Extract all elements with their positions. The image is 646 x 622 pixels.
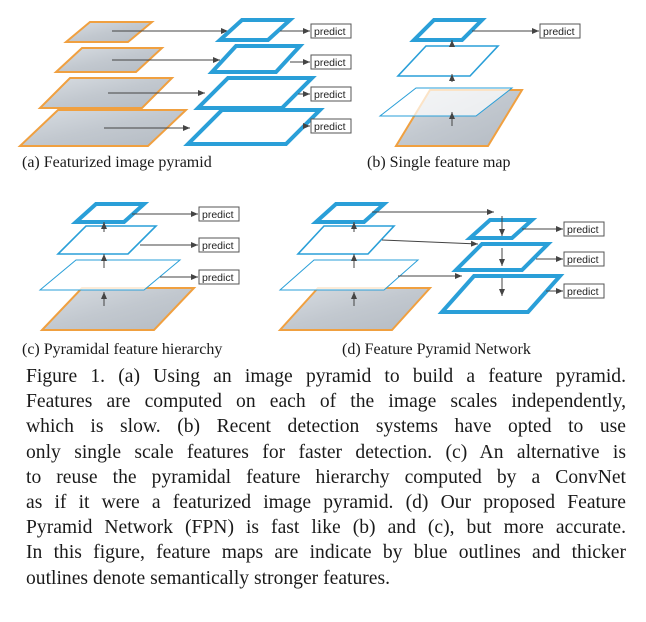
feature-level xyxy=(396,45,500,77)
feature-level xyxy=(278,259,420,291)
svg-text:predict: predict xyxy=(567,286,599,298)
feature-level xyxy=(38,259,182,291)
svg-text:predict: predict xyxy=(202,209,234,221)
svg-text:predict: predict xyxy=(543,26,575,38)
predict-d-2: predict xyxy=(563,251,605,267)
predict-a-1: predict xyxy=(310,23,352,39)
caption-line: to reuse the pyramidal feature hierarchy… xyxy=(26,466,626,488)
caption-line: In this figure, feature maps are indicat… xyxy=(26,542,626,564)
feature-level xyxy=(310,202,390,224)
svg-text:predict: predict xyxy=(202,272,234,284)
caption-line: which is slow. (b) Recent detection syst… xyxy=(26,416,626,438)
figure-caption: Figure 1. (a) Using an image pyramid to … xyxy=(26,364,626,591)
subfigure-b-label: (b) Single feature map xyxy=(367,154,511,171)
feature-level xyxy=(70,202,150,224)
predict-c-2: predict xyxy=(198,237,240,253)
image-level xyxy=(53,47,165,73)
predict-b: predict xyxy=(539,23,581,39)
predict-a-3: predict xyxy=(310,86,352,102)
subfigure-c-label: (c) Pyramidal feature hierarchy xyxy=(22,341,222,358)
predict-d-3: predict xyxy=(563,283,605,299)
caption-line: only single scale features for faster de… xyxy=(26,441,626,463)
svg-text:predict: predict xyxy=(314,57,346,69)
svg-text:predict: predict xyxy=(567,224,599,236)
image-pyramid-a xyxy=(17,21,189,147)
svg-text:predict: predict xyxy=(314,26,346,38)
subfigure-d-label: (d) Feature Pyramid Network xyxy=(342,341,531,358)
image-level xyxy=(39,287,197,331)
caption-line: Features are computed on each of the ima… xyxy=(26,391,626,413)
caption-line: Pyramid Network (FPN) is fast like (b) a… xyxy=(26,517,626,539)
subfigure-a-label: (a) Featurized image pyramid xyxy=(22,154,212,171)
feature-level xyxy=(56,225,158,255)
feature-level xyxy=(409,18,487,42)
feature-level xyxy=(193,76,317,110)
svg-text:predict: predict xyxy=(202,240,234,252)
figure-diagram: predict predict predict predict (a) Feat… xyxy=(17,18,605,358)
feature-level xyxy=(207,44,305,74)
predict-a-2: predict xyxy=(310,54,352,70)
image-level xyxy=(378,87,514,117)
predict-d-1: predict xyxy=(563,221,605,237)
caption-line: Figure 1. (a) Using an image pyramid to … xyxy=(26,366,626,387)
image-level xyxy=(63,21,155,43)
feature-level xyxy=(183,108,325,146)
image-level xyxy=(17,109,189,147)
feature-level xyxy=(437,274,565,314)
image-level xyxy=(277,287,433,331)
feature-level xyxy=(214,18,296,42)
caption-line: as if it were a featurized image pyramid… xyxy=(26,492,626,514)
feature-level xyxy=(296,225,396,255)
svg-text:predict: predict xyxy=(567,254,599,266)
caption-line: outlines denote semantically stronger fe… xyxy=(26,567,390,589)
subfigure-d: predict predict predict (d) Feature Pyra… xyxy=(277,202,605,358)
image-level xyxy=(37,77,175,109)
arrow xyxy=(381,239,479,247)
feature-pyramid-a xyxy=(183,18,325,146)
predict-c-3: predict xyxy=(198,269,240,285)
subfigure-b: predict (b) Single feature map xyxy=(367,18,581,171)
svg-text:predict: predict xyxy=(314,89,346,101)
predict-c-1: predict xyxy=(198,206,240,222)
svg-text:predict: predict xyxy=(314,121,346,133)
subfigure-c: predict predict predict (c) Pyramidal fe… xyxy=(22,202,240,358)
predict-a-4: predict xyxy=(310,118,352,134)
subfigure-a: predict predict predict predict (a) Feat… xyxy=(17,18,352,171)
